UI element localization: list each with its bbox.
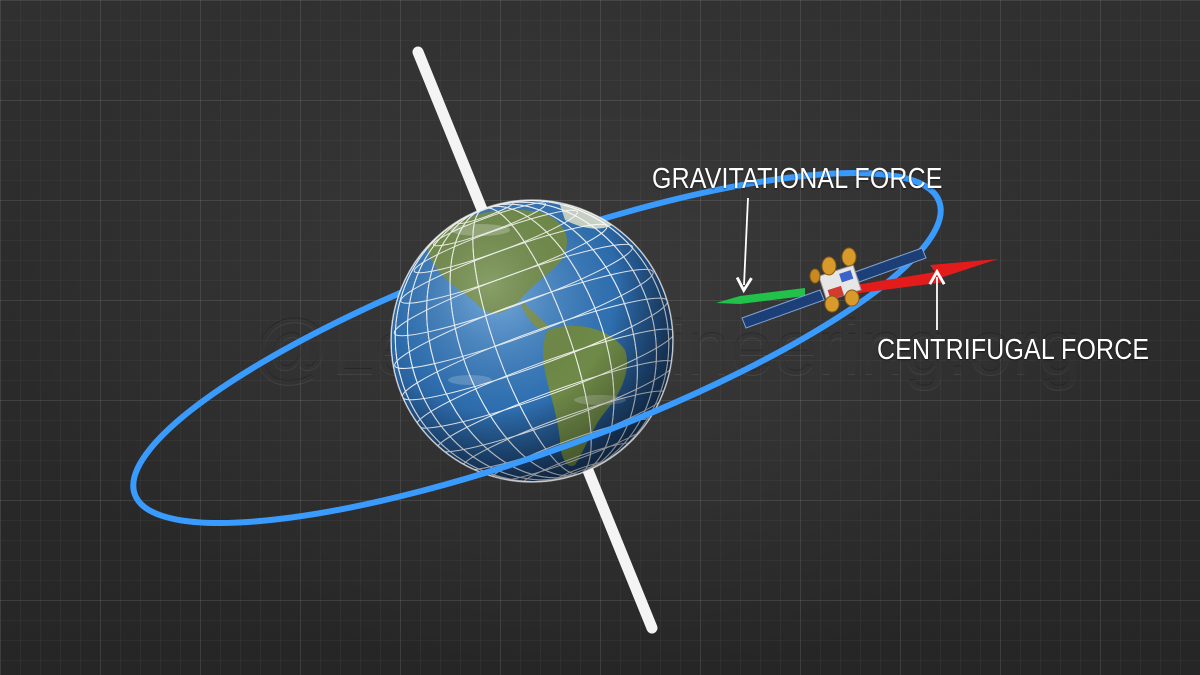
earth-globe	[390, 199, 674, 483]
centrifugal-force-arrow	[850, 259, 998, 294]
gravitational-leader-line	[735, 197, 753, 294]
gravitational-force-arrow	[716, 288, 805, 304]
gravitational-force-label: GRAVITATIONAL FORCE	[652, 163, 943, 195]
antenna-dish	[824, 295, 840, 313]
antenna-dish	[821, 256, 837, 276]
antenna-dish	[841, 247, 857, 267]
solar-panel-left	[741, 289, 825, 329]
antenna-dish	[809, 268, 821, 284]
centrifugal-force-label: CENTRIFUGAL FORCE	[877, 334, 1150, 366]
satellite	[741, 247, 927, 329]
antenna-dish	[844, 289, 860, 307]
orbit-ring-front	[130, 320, 944, 526]
